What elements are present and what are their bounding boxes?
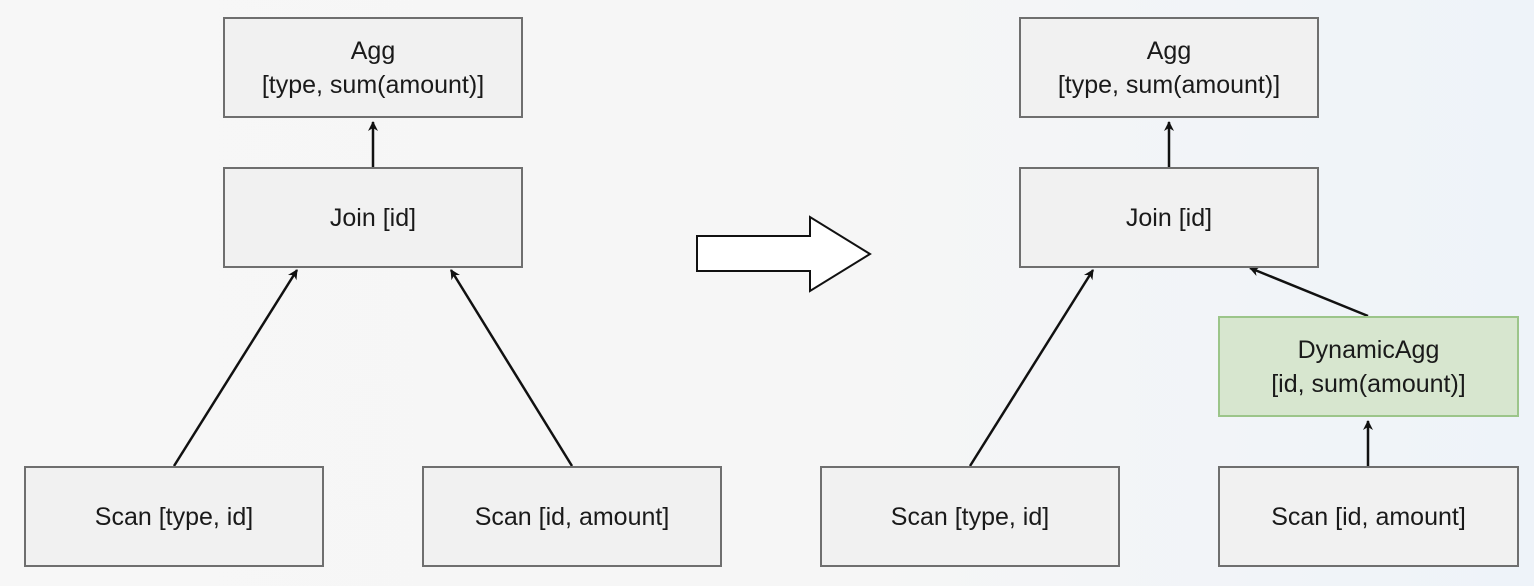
before-scan-right-label: Scan [id, amount] (474, 502, 670, 531)
after-scan-left-node: Scan [type, id] (820, 466, 1120, 567)
after-agg-node: Agg [type, sum(amount)] (1019, 17, 1319, 118)
before-scan-right-to-join-edge (449, 269, 574, 467)
before-agg-title: Agg (350, 36, 396, 65)
after-scan-left-label: Scan [type, id] (890, 502, 1050, 531)
after-scan-right-label: Scan [id, amount] (1271, 502, 1466, 531)
after-dynamic-agg-to-join-edge (1249, 266, 1369, 318)
before-join-node: Join [id] (223, 167, 523, 268)
after-dynamic-agg-columns: [id, sum(amount)] (1271, 369, 1466, 398)
before-scan-right-node: Scan [id, amount] (422, 466, 722, 567)
before-agg-node: Agg [type, sum(amount)] (223, 17, 523, 118)
after-join-label: Join [id] (1125, 203, 1213, 232)
before-scan-left-node: Scan [type, id] (24, 466, 324, 567)
before-agg-columns: [type, sum(amount)] (261, 70, 485, 99)
after-agg-columns: [type, sum(amount)] (1057, 70, 1281, 99)
after-dynamic-agg-title: DynamicAgg (1297, 335, 1440, 364)
after-join-node: Join [id] (1019, 167, 1319, 268)
before-scan-left-label: Scan [type, id] (94, 502, 254, 531)
after-agg-title: Agg (1146, 36, 1192, 65)
after-dynamic-agg-node: DynamicAgg [id, sum(amount)] (1218, 316, 1519, 417)
before-scan-left-to-join-edge (172, 269, 299, 467)
before-join-label: Join [id] (329, 203, 417, 232)
after-scan-left-to-join-edge (968, 269, 1095, 467)
after-scan-right-node: Scan [id, amount] (1218, 466, 1519, 567)
hollow-right-arrow-icon (696, 215, 872, 293)
